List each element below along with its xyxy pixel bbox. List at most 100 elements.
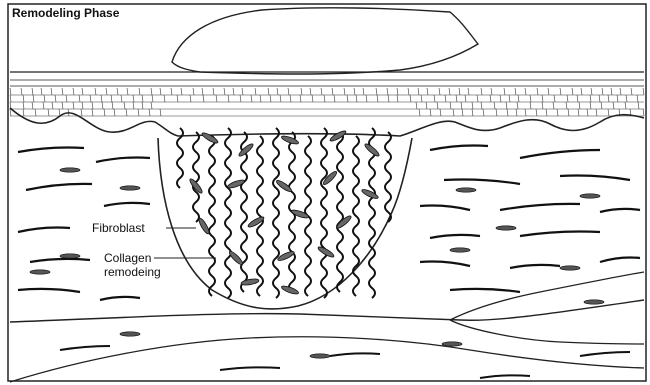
epidermal-cell-wall [334,95,335,102]
fibroblast-cell [363,142,380,158]
epidermal-cell-wall [332,88,333,95]
dermis-fibroblast [560,266,580,270]
dermis-fibroblast [120,186,140,190]
fibroblast-label: Fibroblast [92,221,145,235]
epidermal-cell-wall [82,88,83,95]
dermis-fibroblast [60,254,80,258]
epidermal-cell-wall [599,95,600,102]
epidermal-cell-wall [553,102,554,109]
epidermal-cell-wall [440,109,441,116]
epidermal-cell-wall [216,95,217,102]
epidermal-cell-wall [21,88,22,95]
collagen-fiber [353,136,359,296]
epidermal-cells [10,88,644,116]
epidermal-cell-wall [48,109,49,116]
epidermal-cell-wall [427,88,428,95]
epidermal-cell-wall [66,95,67,102]
deep-dermis-fiber [220,367,280,370]
epidermal-cell-wall [568,109,569,116]
epidermal-cell-wall [611,88,612,95]
epidermal-cell-wall [270,95,271,102]
epidermal-cell-wall [268,88,269,95]
fibroblast-cell [227,178,246,189]
epidermal-cell-wall [566,102,567,109]
dermis-fiber [100,297,140,300]
epidermal-cell-wall [152,95,153,102]
epidermal-cell-wall [81,109,82,116]
epidermal-cell-wall [347,95,348,102]
deep-dermis-fiber [580,352,630,356]
epidermal-cell-wall [52,102,53,109]
epidermal-cell-wall [613,102,614,109]
collagen-fiber [257,136,263,296]
epidermal-cell-wall [590,95,591,102]
epidermal-cell-wall [260,95,261,102]
epidermal-cell-wall [637,95,638,102]
epidermal-cell-wall [73,88,74,95]
epidermal-cell-wall [160,88,161,95]
epidermal-cell-wall [462,109,463,116]
dermis-fiber [510,265,560,268]
epidermal-cell-wall [625,102,626,109]
epidermal-cell-wall [608,95,609,102]
epidermal-cell-wall [280,95,281,102]
epidermal-cell-wall [434,95,435,102]
fibroblast-cell [329,129,347,143]
epidermal-cell-wall [472,102,473,109]
dermis-fibroblast [580,194,600,198]
epidermal-cell-wall [101,95,102,102]
epidermal-cell-wall [240,95,241,102]
epidermal-cell-wall [79,95,80,102]
dermis-fibroblast [496,226,516,230]
epidermal-cell-wall [90,95,91,102]
epidermal-cell-wall [310,88,311,95]
epidermal-cell-wall [439,88,440,95]
epidermal-cell-wall [626,95,627,102]
dermis-boundary-line [10,300,644,322]
dermis-fibroblast [60,168,80,172]
epidermal-cell-wall [301,88,302,95]
epidermal-cell-wall [546,109,547,116]
epidermal-cell-wall [10,88,11,95]
epidermal-cell-wall [92,109,93,116]
epidermal-cell-wall [426,102,427,109]
epidermal-cell-wall [496,109,497,116]
dermis-fiber [420,262,470,267]
epidermal-cell-wall [507,109,508,116]
fibroblast-cells [188,129,380,295]
epidermal-cell-wall [288,88,289,95]
epidermal-cell-wall [509,95,510,102]
epidermal-cell-wall [111,95,112,102]
epidermal-cell-wall [397,95,398,102]
epidermal-cell-wall [579,102,580,109]
epidermal-cell-wall [453,109,454,116]
epidermal-cell-wall [224,88,225,95]
collagen-label-line2: remodeing [104,265,161,279]
vessel-branch-lower [450,320,644,344]
epidermal-cell-wall [23,102,24,109]
deep-dermis-fiber [60,346,110,350]
epidermal-cell-wall [456,95,457,102]
epidermal-cell-wall [133,95,134,102]
epidermal-cell-wall [138,109,139,116]
fibroblast-cell [241,278,260,286]
dermis-fibroblast [456,188,476,192]
epidermal-cell-wall [202,88,203,95]
dermis-fiber [450,289,520,292]
epidermal-cell-wall [525,88,526,95]
fibroblast-cell [335,214,352,230]
epidermal-cell-wall [530,102,531,109]
epidermal-cell-wall [504,88,505,95]
epidermal-cell-wall [51,88,52,95]
epidermal-cell-wall [121,95,122,102]
scar-outline [158,138,412,309]
epidermal-cell-wall [117,88,118,95]
epidermal-cell-wall [82,102,83,109]
epidermal-cell-wall [577,95,578,102]
epidermal-cell-wall [23,109,24,116]
epidermal-cell-wall [290,95,291,102]
epidermal-cell-wall [321,88,322,95]
dermis-fibroblast [120,332,140,336]
epidermal-cell-wall [213,88,214,95]
